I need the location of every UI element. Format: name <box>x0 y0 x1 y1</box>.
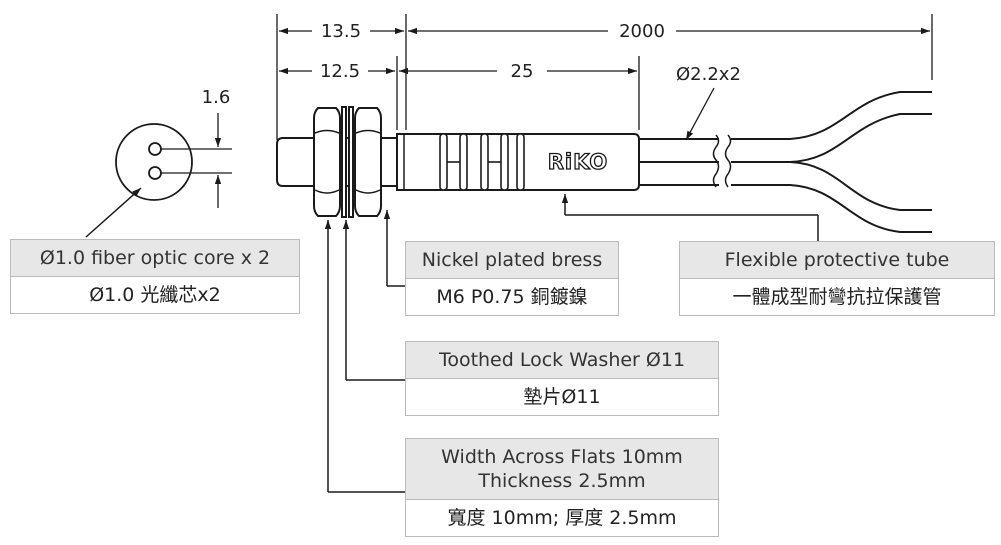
lock-washer-en: Toothed Lock Washer Ø11 <box>406 342 718 379</box>
extension-lines <box>276 14 933 140</box>
lock-washer <box>341 106 354 218</box>
protective-tube-zh: 一體成型耐彎抗拉保護管 <box>680 279 994 315</box>
nut-en-line1: Width Across Flats 10mm <box>441 446 683 468</box>
body-grip-slots <box>439 133 525 191</box>
brand-label: RiKO <box>548 150 609 174</box>
cable-diameter-label: Ø2.2x2 <box>676 64 741 85</box>
protective-tube-en: Flexible protective tube <box>680 242 994 279</box>
overall-length-label: 13.5 <box>321 21 361 42</box>
fiber-core-en: Ø1.0 fiber optic core x 2 <box>11 240 299 277</box>
fiber-cable <box>639 91 932 233</box>
dimension-cable-length: 2000 <box>408 21 930 42</box>
dimension-cable-diameter: Ø2.2x2 <box>676 64 741 141</box>
hex-nut-right <box>354 107 382 217</box>
lock-washer-zh: 墊片Ø11 <box>406 379 718 415</box>
nut-en-line2: Thickness 2.5mm <box>478 470 646 492</box>
body-material-en: Nickel plated bress <box>406 242 618 279</box>
dimension-overall: 13.5 <box>279 21 404 42</box>
cable-length-label: 2000 <box>619 21 665 42</box>
lock-washer-callout: Toothed Lock Washer Ø11 墊片Ø11 <box>405 341 719 416</box>
callout-leaders <box>324 194 819 493</box>
fiber-core-callout: Ø1.0 fiber optic core x 2 Ø1.0 光纖芯x2 <box>10 239 300 314</box>
nut-zh: 寬度 10mm; 厚度 2.5mm <box>406 500 718 536</box>
body-material-zh: M6 P0.75 銅鍍鎳 <box>406 279 618 315</box>
dimension-thread: 12.5 <box>279 61 395 82</box>
dimension-body: 25 <box>399 61 637 82</box>
fiber-core-zh: Ø1.0 光纖芯x2 <box>11 277 299 313</box>
nut-en: Width Across Flats 10mm Thickness 2.5mm <box>406 439 718 500</box>
thread-length-label: 12.5 <box>320 61 360 82</box>
core-spacing-label: 1.6 <box>202 87 231 108</box>
core-spacing-dim: 1.6 <box>202 87 231 208</box>
nut-callout: Width Across Flats 10mm Thickness 2.5mm … <box>405 438 719 537</box>
protective-tube-callout: Flexible protective tube 一體成型耐彎抗拉保護管 <box>679 241 995 316</box>
body-length-label: 25 <box>511 61 534 82</box>
body-material-callout: Nickel plated bress M6 P0.75 銅鍍鎳 <box>405 241 619 316</box>
end-view <box>115 123 232 201</box>
fiber-core-leader <box>85 187 142 238</box>
hex-nut-left <box>313 107 341 217</box>
